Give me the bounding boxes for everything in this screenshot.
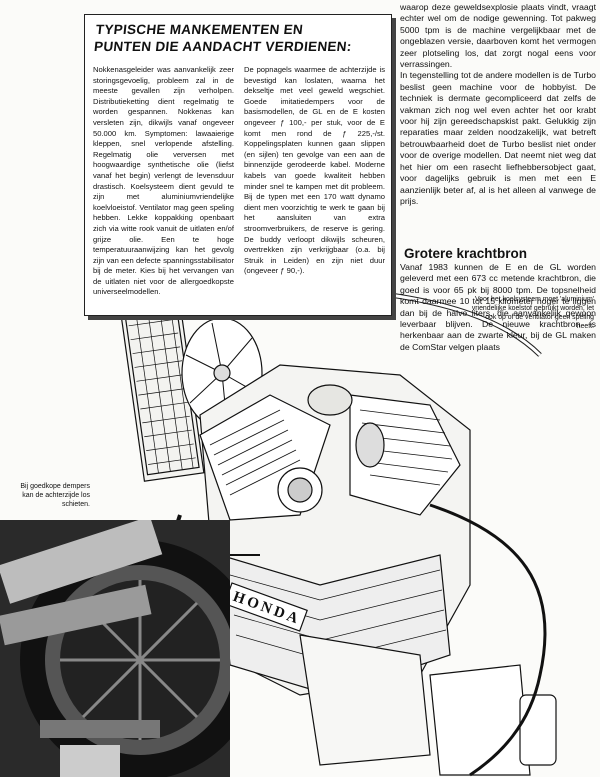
info-box-title-line-1: TYPISCHE MANKEMENTEN EN xyxy=(95,22,304,37)
paragraph-2: In tegenstelling tot de andere modellen … xyxy=(400,70,596,206)
caption-cooling: Voor het koelsysteem moet 'aluminium' vr… xyxy=(471,296,594,330)
info-box-columns: Nokkenasgeleider was aanvankelijk zeer s… xyxy=(93,65,385,309)
paragraph-1: waarop deze geweldsexplosie plaats vindt… xyxy=(400,2,596,70)
section-heading: Grotere krachtbron xyxy=(404,246,528,261)
info-box-column-1: Nokkenasgeleider was aanvankelijk zeer s… xyxy=(93,65,234,297)
engine-cutaway-illustration: HONDA xyxy=(117,283,557,777)
paragraph-3: Vanaf 1983 kunnen de E en de GL worden g… xyxy=(400,262,596,352)
right-column-text-2: Vanaf 1983 kunnen de E en de GL worden g… xyxy=(400,262,596,353)
exhaust-photo xyxy=(0,520,230,777)
right-column-text: waarop deze geweldsexplosie plaats vindt… xyxy=(400,2,596,207)
info-box-title: TYPISCHE MANKEMENTEN EN PUNTEN DIE AANDA… xyxy=(93,21,383,55)
info-box-column-2: De popnagels waarmee de achterzijde is b… xyxy=(244,65,385,276)
info-box: TYPISCHE MANKEMENTEN EN PUNTEN DIE AANDA… xyxy=(84,14,392,316)
info-box-title-line-2: PUNTEN DIE AANDACHT VERDIENEN: xyxy=(93,39,353,54)
caption-dampers: Bij goedkope dempers kan de achterzijde … xyxy=(20,483,90,508)
